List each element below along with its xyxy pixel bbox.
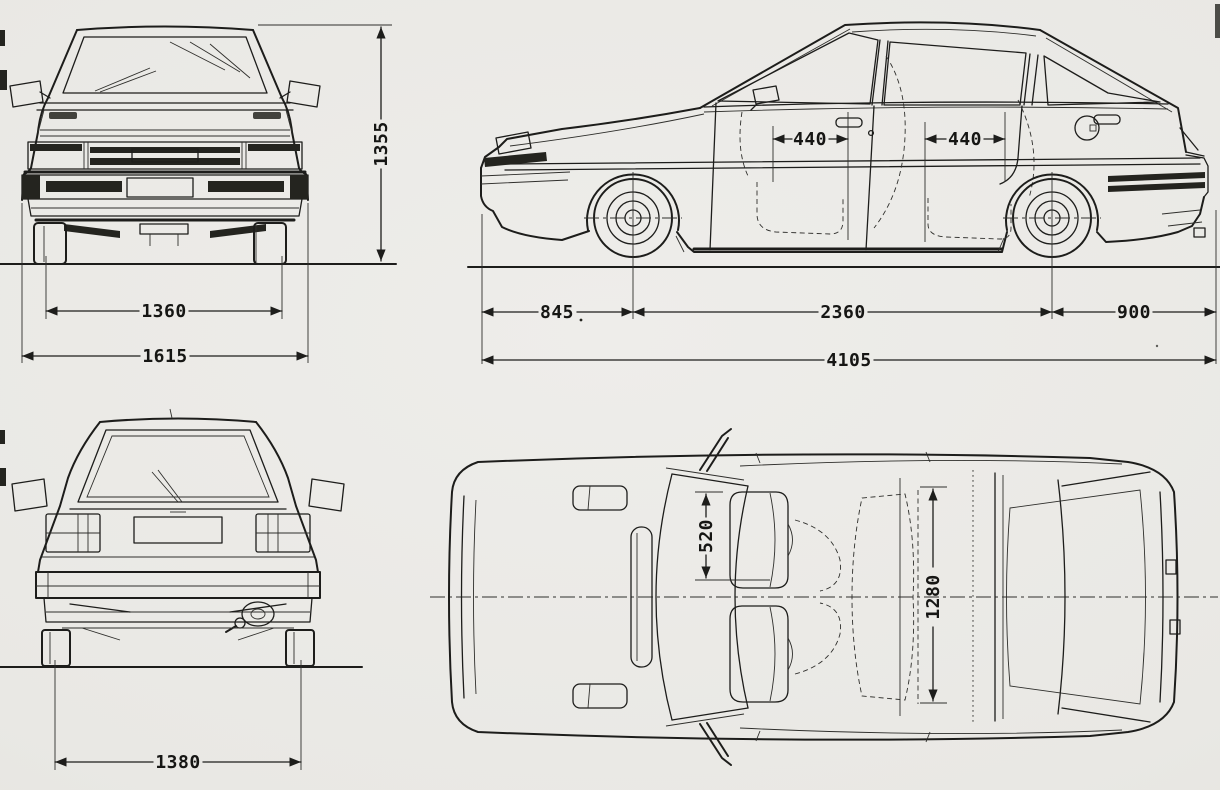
dim-overall-length: 4105 [826, 350, 871, 371]
dim-wheelbase: 2360 [820, 302, 865, 323]
dim-overall-width: 1615 [142, 346, 187, 367]
side-view [467, 21, 1220, 268]
dim-rear-door-opening: 440 [948, 129, 982, 150]
dim-rear-overhang: 900 [1117, 302, 1151, 323]
top-view-dimensions: 520 1280 [695, 486, 947, 704]
dim-interior-width: 1280 [923, 574, 944, 619]
front-view [0, 25, 397, 265]
dim-front-overhang: 845 [540, 302, 574, 323]
dim-rear-track: 1380 [155, 752, 200, 773]
dim-overall-height: 1355 [371, 121, 392, 166]
rear-view-dimensions: 1380 [54, 660, 302, 773]
top-view [430, 428, 1218, 766]
scan-artifacts [0, 4, 1220, 486]
dim-front-track: 1360 [141, 301, 186, 322]
dim-seat-width: 520 [696, 519, 717, 553]
front-view-dimensions: 1360 1615 1355 [21, 24, 392, 367]
dim-front-door-opening: 440 [793, 129, 827, 150]
rear-view [0, 408, 363, 668]
side-view-dimensions: 440 440 845 2360 900 4105 [481, 112, 1217, 371]
